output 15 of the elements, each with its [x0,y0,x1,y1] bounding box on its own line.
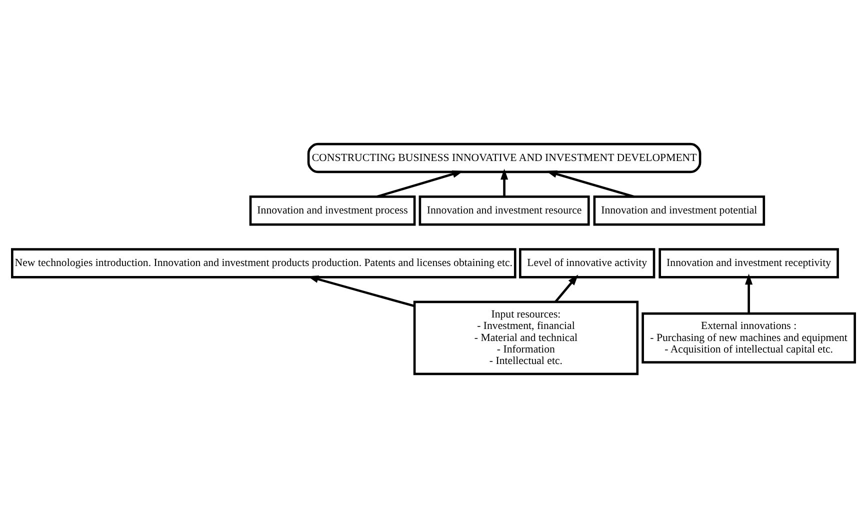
arrow [554,274,578,302]
node-box: Innovation and investment resource [418,195,590,226]
arrow [745,273,753,313]
node-box: External innovations : - Purchasing of new machines and equipment - Acquisition of intellectual capital etc. [642,312,856,363]
node-box: CONSTRUCTING BUSINESS INNOVATIVE AND INVESTMENT DEVELOPMENT [307,142,702,173]
node-box: Innovation and investment potential [593,195,766,226]
arrow [546,170,634,198]
arrow [308,275,415,307]
node-box: New technologies introduction. Innovation and investment products production. Patents and licenses obtaining etc. [11,248,516,278]
arrow [376,170,464,198]
node-box: Input resources: - Investment, financial - Material and technical - Information - Intellectual etc. [413,300,639,375]
node-box: Innovation and investment process [249,195,416,226]
arrow [500,168,508,196]
node-box: Innovation and investment receptivity [658,248,839,278]
node-box: Level of innovative activity [519,248,656,278]
